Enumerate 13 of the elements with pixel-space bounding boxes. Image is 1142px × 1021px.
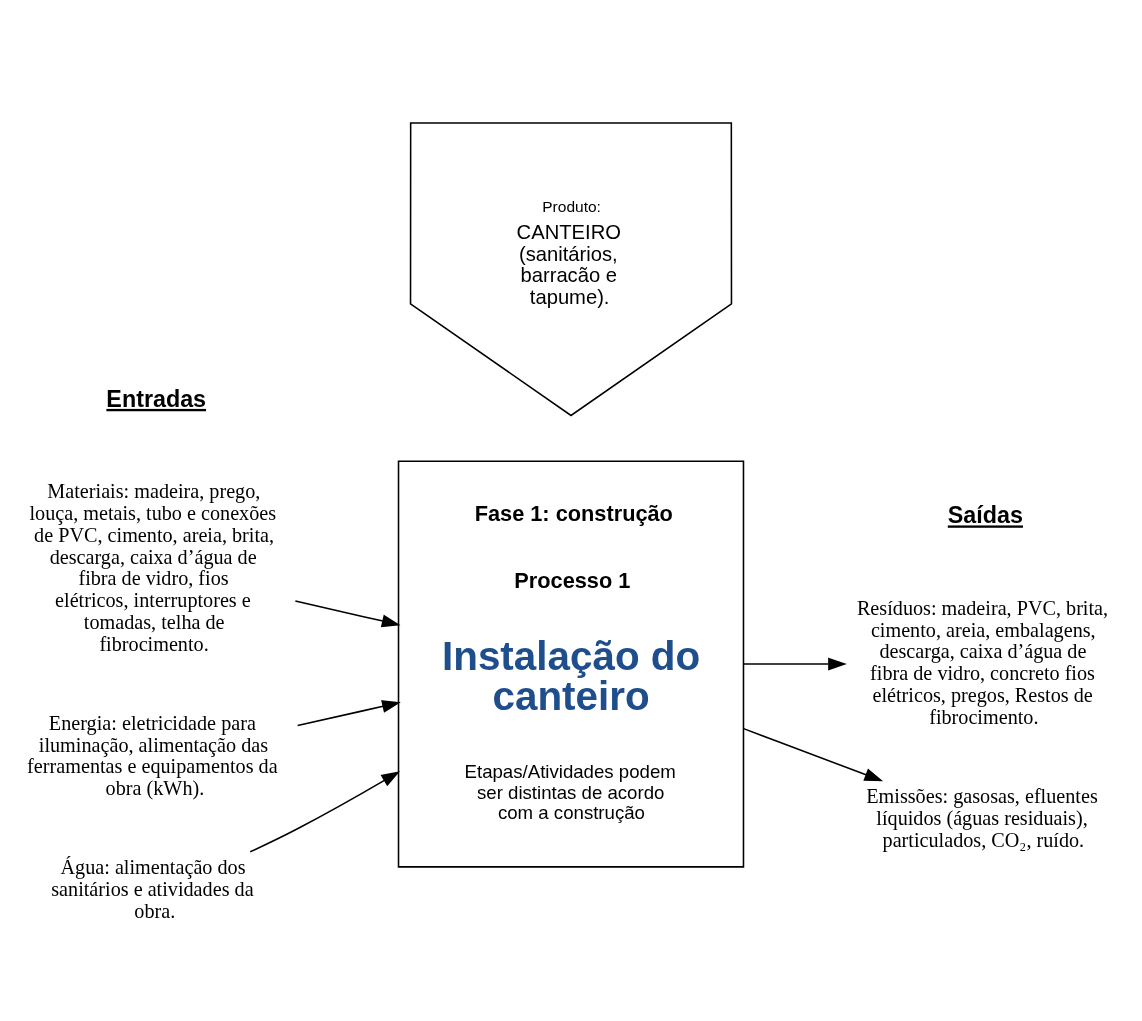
arrow	[296, 699, 401, 726]
node-text: Energia: eletricidade para iluminação, alimentação das ferramentas e equipamentos da obra (kWh).	[27, 711, 278, 799]
arrow	[742, 727, 884, 781]
label: Saídas	[947, 501, 1023, 528]
label: Entradas	[106, 385, 207, 412]
node-text: Emissões: gasosas, efluentes líquidos (águas residuais), particulados, CO₂, ruído.	[866, 784, 1098, 850]
node-text: Materiais: madeira, prego, louça, metais, tubo e conexões de PVC, cimento, areia, brita, descarga, caixa d’água de fibra de vidro, fios elétricos, interruptores e tomadas, telha de fibrocimento.	[29, 479, 277, 655]
arrow	[294, 599, 401, 627]
node-text: Água: alimentação dos sanitários e atividades da obra.	[51, 855, 254, 922]
arrow	[249, 770, 400, 853]
node-text: Resíduos: madeira, PVC, brita, cimento, areia, embalagens, descarga, caixa d’água de fibra de vidro, concreto fios elétricos, pregos, Restos de fibrocimento.	[856, 596, 1109, 728]
arrow	[742, 657, 847, 671]
node-box: Fase 1: construção Processo 1 Instalação do canteiro Etapas/Atividades podem ser distintas de acordo com a construção	[397, 460, 745, 868]
